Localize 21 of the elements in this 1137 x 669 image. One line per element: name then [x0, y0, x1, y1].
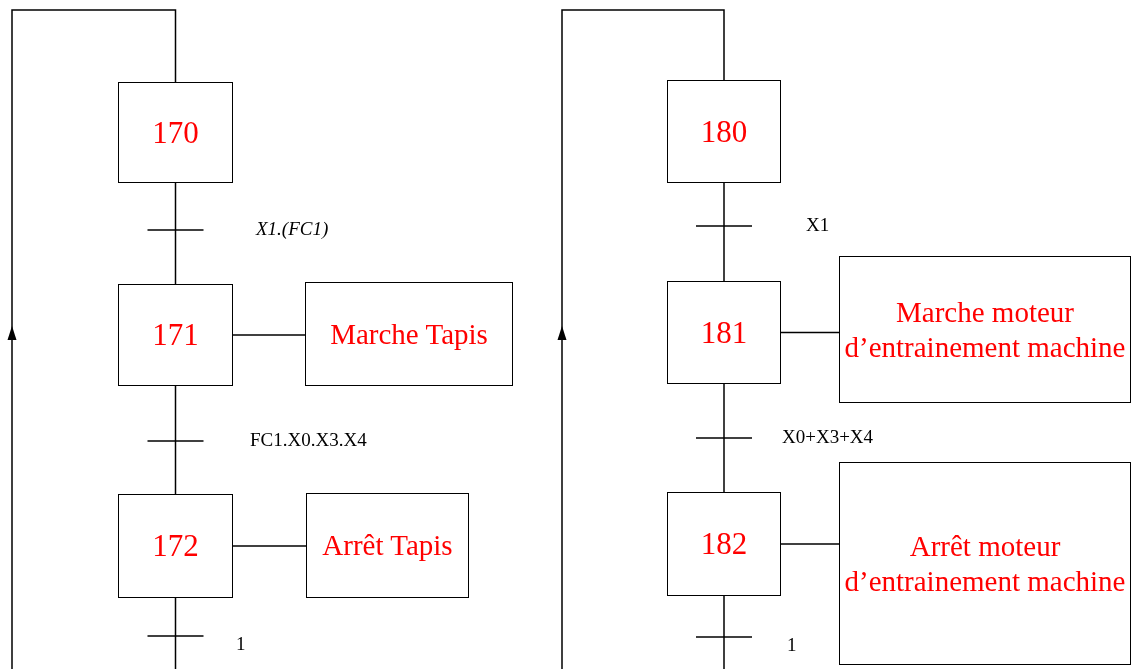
action-text: Arrêt moteur d’entrainement machine — [843, 528, 1127, 599]
action-box — [305, 282, 513, 386]
step-box — [118, 284, 233, 386]
step-number: 182 — [700, 525, 748, 563]
step-box — [667, 80, 781, 183]
step-number: 172 — [152, 527, 199, 565]
step-number: 170 — [152, 113, 199, 152]
step-number: 181 — [700, 313, 748, 352]
action-box — [306, 493, 469, 598]
step-box — [118, 494, 233, 598]
step-number: 171 — [152, 316, 199, 354]
step-number: 180 — [700, 112, 748, 151]
action-box — [839, 462, 1131, 665]
step-box — [667, 492, 781, 596]
action-box — [839, 256, 1131, 403]
action-text: Arrêt Tapis — [322, 528, 453, 563]
step-box — [667, 281, 781, 384]
step-box — [118, 82, 233, 183]
transition-condition: X1.(FC1) — [256, 218, 329, 240]
action-text: Marche moteur d’entrainement machine — [843, 294, 1127, 365]
action-text: Marche Tapis — [330, 316, 488, 352]
